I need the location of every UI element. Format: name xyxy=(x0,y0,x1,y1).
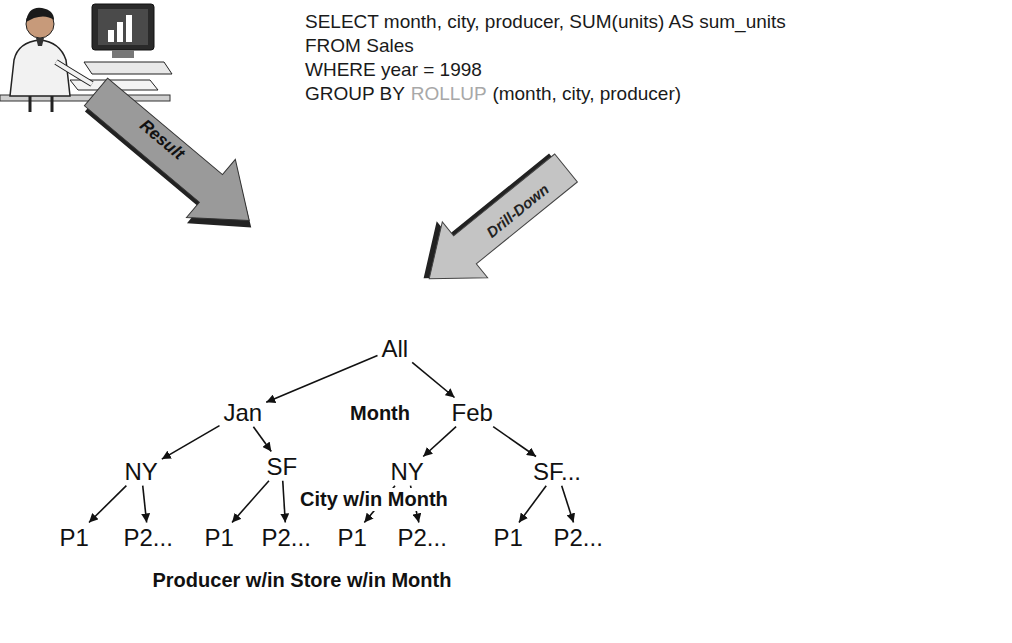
chair-legs xyxy=(30,96,52,112)
drill-down-arrow xyxy=(401,137,589,309)
sql-text: FROM Sales xyxy=(305,35,414,57)
tree-node: All xyxy=(379,335,412,362)
arrow-body xyxy=(72,63,274,250)
arm xyxy=(56,62,92,84)
tree-arrow xyxy=(412,362,454,397)
level-label: City w/in Month xyxy=(297,488,451,511)
tie xyxy=(36,38,44,46)
tree-node: P1 xyxy=(335,524,370,551)
node-text: All xyxy=(382,336,409,361)
sql-text: GROUP BY xyxy=(305,83,405,105)
tree-node: NY xyxy=(388,458,427,485)
tree-node: P2... xyxy=(395,524,450,551)
tree-node: P1 xyxy=(202,524,237,551)
level-label: Producer w/in Store w/in Month xyxy=(153,569,452,592)
node-text: NY xyxy=(391,459,424,484)
node-text: P2... xyxy=(124,525,173,550)
tree-arrow xyxy=(423,427,456,457)
tree-arrow xyxy=(253,427,271,452)
hair xyxy=(26,8,54,22)
sql-text: WHERE year = 1998 xyxy=(305,59,482,81)
node-text: P1 xyxy=(338,525,367,550)
tree-arrow xyxy=(162,426,220,459)
tree-node: P1 xyxy=(57,524,92,551)
tree-arrow xyxy=(519,486,546,523)
node-text: SF... xyxy=(533,459,581,484)
tree-node: P1 xyxy=(491,524,526,551)
tree-arrow xyxy=(283,481,286,523)
screen xyxy=(98,9,148,45)
node-text: Jan xyxy=(224,400,263,425)
tree-arrow xyxy=(266,355,377,402)
tree-arrow xyxy=(493,427,536,457)
sql-text: SELECT month, city, producer, SUM(units)… xyxy=(305,11,786,33)
person-at-computer xyxy=(0,4,172,112)
node-text: P1 xyxy=(494,525,523,550)
computer-base xyxy=(84,62,172,74)
tree-node: P2... xyxy=(551,524,606,551)
arrow-body xyxy=(407,140,589,307)
monitor-stand xyxy=(112,50,134,58)
tree-arrow xyxy=(143,486,147,523)
tree-arrow xyxy=(89,486,126,523)
node-text: Feb xyxy=(452,400,493,425)
level-label: Month xyxy=(350,402,410,425)
tree-node: Jan xyxy=(221,399,266,426)
tree-node: NY xyxy=(122,458,161,485)
node-text: P2... xyxy=(554,525,603,550)
tree-node: SF xyxy=(264,453,301,480)
sql-text: (month, city, producer) xyxy=(492,83,681,105)
arm-fill xyxy=(56,62,92,84)
node-text: SF xyxy=(267,454,298,479)
tree-node: Feb xyxy=(449,399,496,426)
tree-node: P2... xyxy=(121,524,176,551)
node-text: P1 xyxy=(205,525,234,550)
node-text: P2... xyxy=(262,525,311,550)
node-text: P2... xyxy=(398,525,447,550)
sql-text: ROLLUP xyxy=(411,83,487,105)
node-text: P1 xyxy=(60,525,89,550)
chart-bar xyxy=(117,22,123,42)
tree-arrow xyxy=(562,486,574,523)
chart-bar xyxy=(108,30,114,42)
tree-node: P2... xyxy=(259,524,314,551)
tree-node: SF... xyxy=(530,458,584,485)
result-arrow xyxy=(69,63,278,257)
monitor xyxy=(92,4,154,50)
tree-arrow xyxy=(232,481,269,523)
node-text: NY xyxy=(125,459,158,484)
chart-bar xyxy=(126,15,132,42)
